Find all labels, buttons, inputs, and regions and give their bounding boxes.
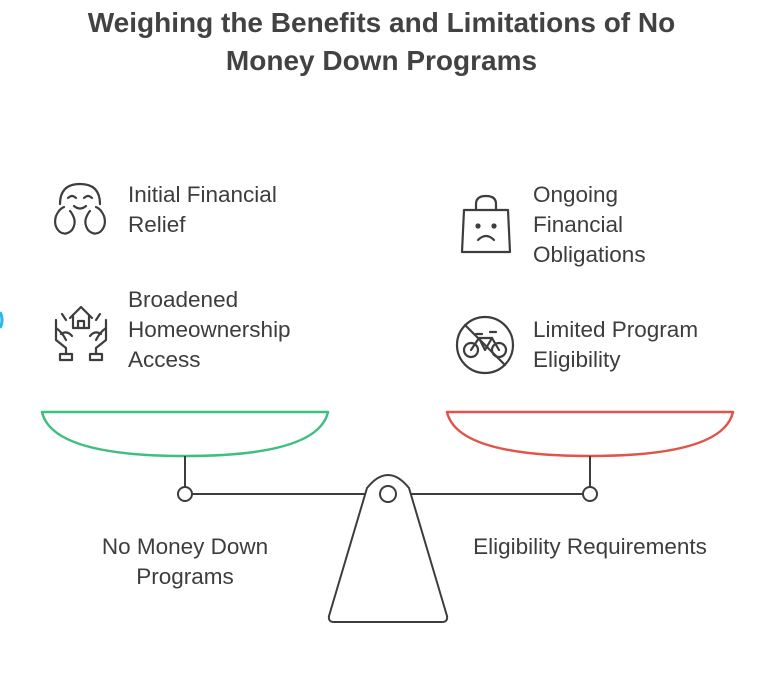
edge-accent xyxy=(0,311,4,329)
title-line-1: Weighing the Benefits and Limitations of… xyxy=(87,7,676,38)
left-pan-label-line-1: No Money Down xyxy=(101,534,269,559)
no-bicycle-icon xyxy=(455,315,515,375)
benefit-initial-financial-relief: Initial Financial Relief xyxy=(128,180,277,240)
benefit-1-line-2: Relief xyxy=(128,212,186,237)
right-pan-label-line-1: Eligibility Requirements xyxy=(473,534,707,559)
benefit-2-line-1: Broadened xyxy=(128,287,239,312)
relieved-face-hands-icon xyxy=(54,182,106,235)
benefit-broadened-homeownership-access: Broadened Homeownership Access xyxy=(128,285,291,375)
right-pan-pivot xyxy=(582,486,598,502)
page-title: Weighing the Benefits and Limitations of… xyxy=(20,4,743,80)
title-line-2: Money Down Programs xyxy=(225,45,538,76)
limitation-2-line-1: Limited Program xyxy=(533,317,699,342)
limitation-2-line-2: Eligibility xyxy=(533,347,621,372)
sad-shopping-bag-icon xyxy=(460,194,512,254)
benefit-2-line-2: Homeownership xyxy=(128,317,291,342)
hands-holding-house-icon xyxy=(54,305,108,362)
fulcrum-pivot xyxy=(379,485,397,503)
scale-fulcrum xyxy=(327,474,449,623)
limitation-limited-program-eligibility: Limited Program Eligibility xyxy=(533,315,698,375)
left-pan-label: No Money Down Programs xyxy=(62,532,308,592)
benefit-1-line-1: Initial Financial xyxy=(128,182,277,207)
left-pan-label-line-2: Programs xyxy=(136,564,234,589)
right-pan xyxy=(445,410,735,458)
left-pan-pivot xyxy=(177,486,193,502)
limitation-1-line-3: Obligations xyxy=(533,242,646,267)
left-pan xyxy=(40,410,330,458)
limitation-ongoing-financial-obligations: Ongoing Financial Obligations xyxy=(533,180,646,270)
right-pan-label: Eligibility Requirements xyxy=(448,532,732,562)
benefit-2-line-3: Access xyxy=(128,347,201,372)
limitation-1-line-2: Financial xyxy=(533,212,624,237)
limitation-1-line-1: Ongoing xyxy=(533,182,619,207)
